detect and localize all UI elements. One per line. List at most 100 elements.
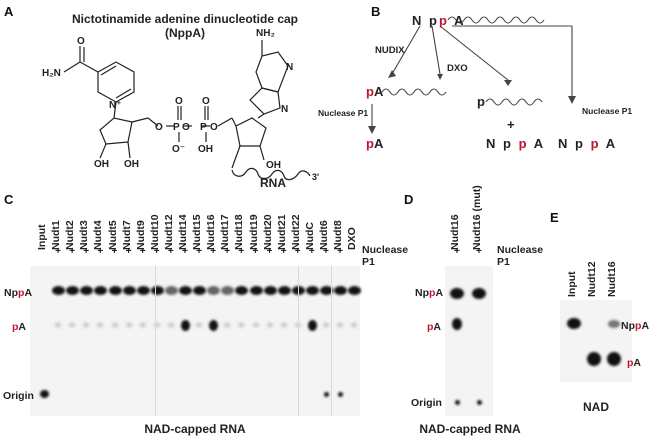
nppa-band xyxy=(150,286,164,295)
nppa-band xyxy=(608,320,620,328)
atom-o-4: O xyxy=(175,96,183,107)
d-row-nppa-n: N xyxy=(415,287,423,299)
pa-band-faint xyxy=(69,323,76,327)
panel-a-title-line1: Nictotinamide adenine dinucleotide cap xyxy=(71,12,299,26)
lane-label: Nudt10 xyxy=(148,214,161,250)
atom-oh-2: OH xyxy=(124,159,139,170)
lane-label: Input xyxy=(566,271,578,297)
plus-sign: + xyxy=(83,246,90,257)
lane-label: Nudt18 xyxy=(233,214,246,250)
panel-d-caption: NAD-capped RNA xyxy=(419,422,521,436)
nppa-band xyxy=(66,286,80,295)
panel-c-caption: NAD-capped RNA xyxy=(144,422,246,436)
plus-sign: + xyxy=(111,246,118,257)
plus-sign: + xyxy=(280,246,287,257)
lane-label: Nudt20 xyxy=(261,214,274,250)
plus-sign: + xyxy=(69,246,76,257)
pa-band-faint xyxy=(323,323,329,327)
lane-label: Nudt16 (mut) xyxy=(471,185,483,250)
e-row-nppa-p2: p xyxy=(635,320,642,332)
d-row-nppa-p2: p xyxy=(429,287,436,299)
panel-a-letter: A xyxy=(4,4,14,19)
pa-band xyxy=(209,320,219,331)
b-product-nppa-mid: N p p A xyxy=(486,136,545,151)
nppa-band xyxy=(193,286,207,295)
b-top-nppa: N pp A xyxy=(412,13,465,28)
plus-sign: + xyxy=(238,246,245,257)
lane-label: Nudt12 xyxy=(586,261,598,297)
b-plus: + xyxy=(507,117,515,132)
gel-separator xyxy=(155,266,156,416)
e-row-nppa: NppA xyxy=(621,320,649,332)
nppa-band xyxy=(108,286,122,295)
c-row-nppa-a: A xyxy=(24,287,33,299)
c-row-origin: Origin xyxy=(3,390,34,402)
plus-sign: + xyxy=(266,246,273,257)
nppa-band xyxy=(122,286,136,295)
decapping-scheme xyxy=(368,16,576,134)
panel-e-gel xyxy=(560,300,632,382)
d-row-nppa: NppA xyxy=(415,287,443,299)
lane-label: Nudt22 xyxy=(289,214,302,250)
lane-label: Nudt12 xyxy=(162,214,175,250)
atom-n-plus: N⁺ xyxy=(109,100,122,111)
b-nudix-label: NUDIX xyxy=(375,45,405,56)
b-top-a: A xyxy=(454,13,466,28)
lane-label: Nudt21 xyxy=(275,214,288,250)
atom-o-1: O xyxy=(155,122,163,133)
atom-p-2: P xyxy=(200,122,207,133)
origin-band xyxy=(477,400,482,405)
b-dxo-label: DXO xyxy=(447,63,468,74)
pa-band xyxy=(452,318,462,330)
panel-c-letter: C xyxy=(4,192,14,207)
c-row-pa: pA xyxy=(12,321,26,333)
nppa-band xyxy=(136,286,150,295)
b-right-p1: p xyxy=(575,136,585,151)
origin-band xyxy=(324,392,329,397)
pa-band-faint xyxy=(83,323,90,327)
gel-separator xyxy=(298,266,299,416)
plus-sign: + xyxy=(196,246,202,257)
e-row-nppa-a: A xyxy=(641,320,650,332)
lane-label: Nudt17 xyxy=(219,214,232,250)
plus-sign: + xyxy=(55,246,61,257)
nppa-band xyxy=(94,286,108,295)
panel-b-letter: B xyxy=(371,4,381,19)
b-pa-rna: pA xyxy=(366,84,383,99)
e-row-nppa-n: N xyxy=(621,320,629,332)
panel-c-nuclease: Nuclease P1 xyxy=(362,244,409,268)
e-row-nppa-p1: p xyxy=(628,320,636,332)
atom-h2n: H₂N xyxy=(42,68,61,79)
atom-n-2: N xyxy=(281,104,288,115)
b-top-n: N xyxy=(412,13,424,28)
d-row-nppa-p1: p xyxy=(422,287,430,299)
lane-label: Nudt14 xyxy=(177,214,189,250)
nppa-band xyxy=(348,286,362,295)
c-row-nppa-p1: p xyxy=(11,287,19,299)
nppa-band xyxy=(164,286,178,295)
b-mid-a: A xyxy=(533,136,546,151)
b-p-rna: p xyxy=(477,94,485,109)
d-row-pa-a: A xyxy=(433,321,442,333)
b-nuclease-right: Nuclease P1 xyxy=(582,106,633,116)
nppa-band xyxy=(305,286,319,295)
nppa-band xyxy=(263,286,277,295)
pa-band-faint xyxy=(55,323,62,327)
plus-sign: + xyxy=(294,246,301,257)
atom-oh-4: OH xyxy=(266,160,281,171)
pa-band-faint xyxy=(153,323,160,327)
pa-band-faint xyxy=(167,323,174,327)
plus-sign: + xyxy=(182,246,188,257)
nppa-band xyxy=(207,286,221,295)
e-row-pa-a: A xyxy=(633,357,642,369)
plus-sign: + xyxy=(125,246,132,257)
origin-band xyxy=(455,400,460,405)
pa-band-faint xyxy=(280,323,287,327)
nppa-band xyxy=(80,286,94,295)
b-product-pa-p: p xyxy=(366,136,374,151)
c-row-nppa-p2: p xyxy=(18,287,25,299)
plus-sign: + xyxy=(167,246,174,257)
nppa-band xyxy=(277,286,291,295)
plus-sign: + xyxy=(476,246,482,257)
pa-band-faint xyxy=(224,323,231,327)
